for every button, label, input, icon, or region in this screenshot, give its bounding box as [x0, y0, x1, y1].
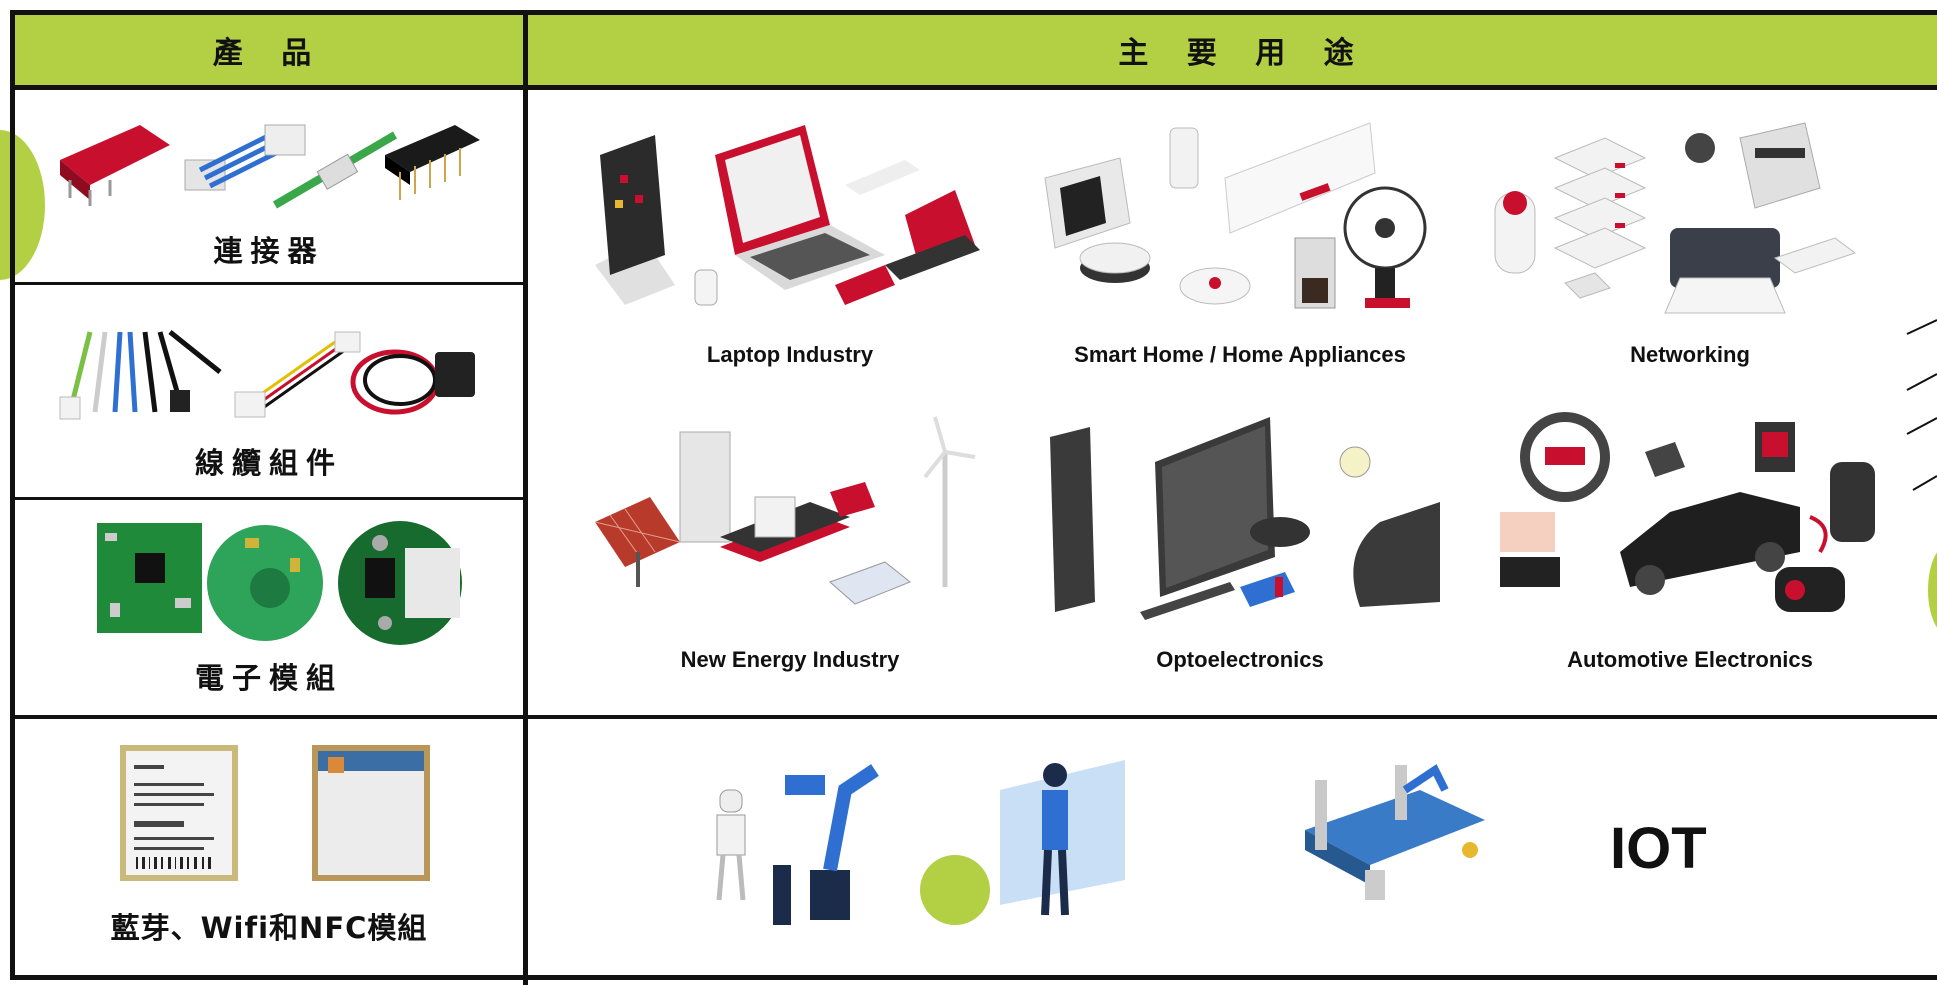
row-divider-3 — [15, 715, 1937, 719]
product-label-wireless-module: 藍芽、Wifi和NFC模組 — [110, 911, 428, 945]
industry-label-optoelectronics: Optoelectronics — [1156, 647, 1324, 672]
network-icon — [1494, 122, 1857, 314]
industry-label-networking: Networking — [1630, 342, 1750, 367]
cable-icon — [59, 330, 475, 420]
deco-lines-icon — [1906, 319, 1937, 491]
robot-factory-icon — [716, 760, 1485, 925]
industry-label-smart-home: Smart Home / Home Appliances — [1074, 342, 1406, 367]
row-divider-2 — [15, 497, 523, 500]
laptop-icon — [595, 125, 980, 306]
industry-label-new-energy: New Energy Industry — [680, 647, 900, 672]
display-icon — [1050, 417, 1440, 620]
header-usage: 主 要 用 途 — [528, 15, 1937, 85]
product-usage-table: 產 品 主 要 用 途 — [10, 10, 1937, 985]
wireless-module-icon — [120, 745, 430, 881]
iot-label: IOT — [1610, 816, 1707, 881]
col-divider — [523, 15, 528, 985]
solar-wind-icon — [594, 416, 976, 605]
industry-label-laptop: Laptop Industry — [706, 342, 874, 367]
pcb-module-icon — [97, 521, 462, 645]
home-appliance-icon — [1044, 122, 1427, 309]
car-icon — [1500, 412, 1875, 612]
connector-icon — [60, 124, 480, 209]
product-label-cable: 線纜組件 — [194, 446, 343, 480]
industry-label-automotive: Automotive Electronics — [1567, 647, 1813, 672]
header-divider — [15, 85, 1937, 90]
header-product: 產 品 — [15, 15, 523, 85]
product-label-connector: 連接器 — [213, 234, 325, 268]
row-divider-1 — [15, 282, 523, 285]
deco-circle-right — [1928, 545, 1937, 635]
product-label-pcb-module: 電子模組 — [194, 661, 343, 695]
deco-circle-bottom — [920, 855, 990, 925]
